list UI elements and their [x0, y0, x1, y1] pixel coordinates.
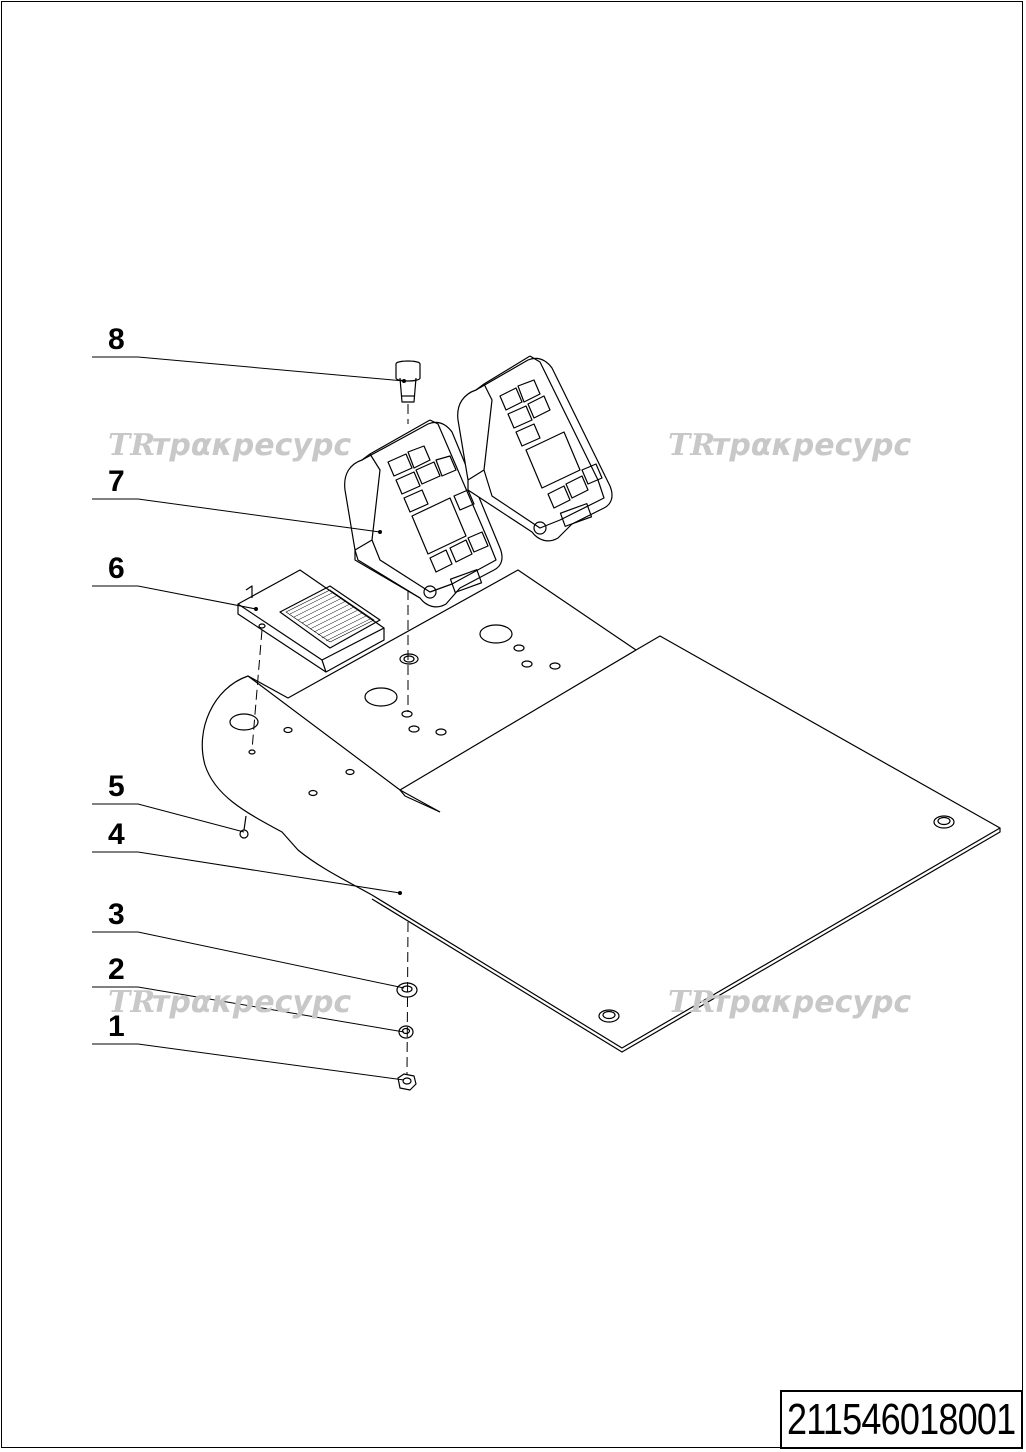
pedal-right	[457, 355, 613, 542]
bolt	[395, 360, 421, 403]
watermark-bottom-left: TR трακресурс	[108, 985, 351, 1020]
small-bolt	[239, 815, 249, 839]
watermark-text: трακресурс	[712, 985, 911, 1020]
pedal-right-grid	[499, 379, 603, 509]
watermark-logo: TR	[108, 985, 155, 1020]
watermarks: TR трακресурс TR трακресурс TR трακресур…	[108, 428, 911, 1020]
watermark-top-right: TR трακресурс	[668, 428, 911, 463]
callout-1: 1	[108, 1010, 125, 1043]
callout-2: 2	[108, 953, 125, 986]
watermark-bottom-right: TR трακресурс	[668, 985, 911, 1020]
foot-plate	[237, 569, 385, 673]
watermark-top-left: TR трακресурс	[108, 428, 351, 463]
callout-4: 4	[108, 818, 125, 851]
callout-labels: 8 7 6 5 4 3 2 1	[108, 323, 125, 1043]
assembly-axes	[251, 404, 409, 1075]
callout-7: 7	[108, 465, 125, 498]
watermark-text: трακресурс	[712, 428, 911, 463]
leader-lines	[92, 356, 405, 1081]
watermark-text: трακресурс	[152, 985, 351, 1020]
callout-3: 3	[108, 898, 125, 931]
document-number-box: 211546018001	[780, 1390, 1023, 1449]
watermark-logo: TR	[108, 428, 155, 463]
washer-flat	[396, 982, 418, 998]
callout-5: 5	[108, 770, 125, 803]
callout-8: 8	[108, 323, 125, 356]
nut	[397, 1073, 417, 1091]
document-number: 211546018001	[787, 1394, 1016, 1444]
watermark-text: трακресурс	[152, 428, 351, 463]
pedal-left	[344, 419, 503, 608]
callout-6: 6	[108, 552, 125, 585]
floor-plate	[201, 569, 1001, 1053]
pedal-left-grid	[387, 445, 489, 573]
washer-lock	[398, 1025, 414, 1039]
watermark-logo: TR	[668, 985, 715, 1020]
watermark-logo: TR	[668, 428, 715, 463]
